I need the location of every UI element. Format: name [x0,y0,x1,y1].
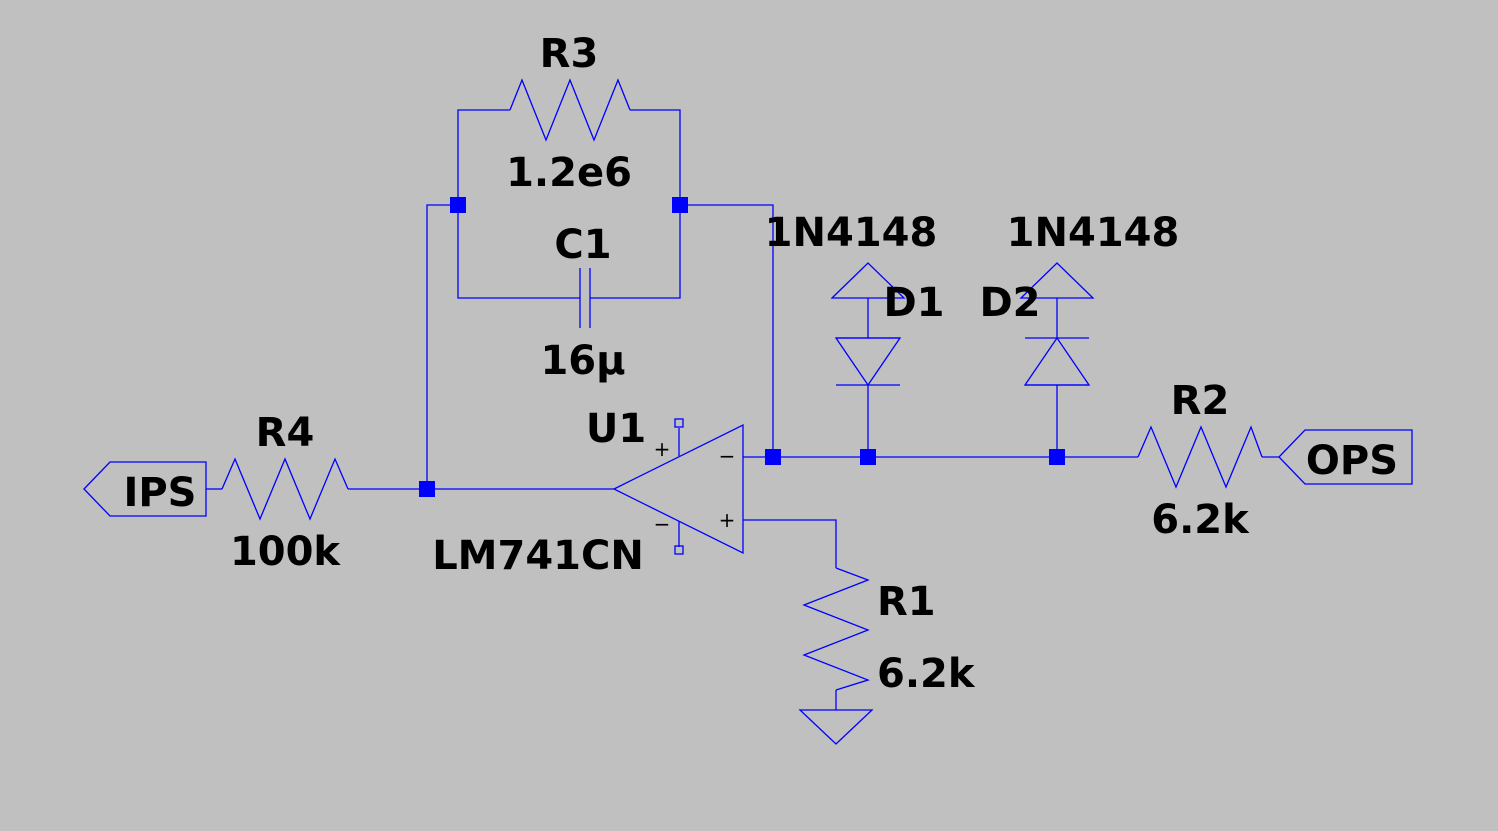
r4-ref-label: R4 [256,410,315,456]
d2-ref-label: D2 [979,280,1040,326]
c1-ref-label: C1 [554,222,611,268]
r1-value-label: 6.2k [877,651,976,697]
net-label-ips: IPS [83,461,207,517]
c1-value-label: 16µ [540,338,625,384]
r4-value-label: 100k [230,529,341,575]
opamp-supply-pin-end [674,418,684,428]
ips-label: IPS [123,470,196,516]
wire-r3-left [457,109,580,299]
opamp-u1: + − − + U1 LM741CN [432,406,744,579]
d1-ref-label: D1 [883,280,944,326]
junction-dot [419,481,435,497]
resistor-r4-symbol [221,457,349,521]
junction-dot [765,449,781,465]
ips-port-shape [83,461,207,517]
d2-supply-flag [1019,262,1095,299]
junction-dot [1049,449,1065,465]
resistor-r3-symbol [509,78,631,142]
resistor-r2-symbol [1137,425,1263,489]
opamp-noninverting-sign: + [719,508,736,532]
opamp-plus-supply-sign: + [654,437,671,461]
resistor-r3: R3 1.2e6 [506,31,632,196]
wire-r3-right [590,109,681,299]
wire-plus-to-r1 [743,519,837,568]
r3-ref-label: R3 [540,31,599,77]
d1-body [834,337,902,387]
junction-dot [450,197,466,213]
u1-value-label: LM741CN [432,533,644,579]
capacitor-c1: C1 16µ [540,222,625,384]
ground-icon [798,709,874,745]
diode-d1: D1 1N4148 [765,210,945,387]
junction-dot [672,197,688,213]
junctions [419,197,1065,497]
wires [206,109,1279,710]
junction-dot [860,449,876,465]
wire-feedback-left [426,204,458,489]
r3-value-label: 1.2e6 [506,150,632,196]
opamp-supply-pin-end [674,545,684,555]
r2-value-label: 6.2k [1151,497,1250,543]
resistor-r1-symbol [802,567,870,691]
resistor-r1: R1 6.2k [802,567,976,697]
resistor-r4: R4 100k [221,410,349,575]
opamp-minus-supply-sign: − [654,512,671,536]
diode-d2: D2 1N4148 [979,210,1180,386]
opamp-inverting-sign: − [719,444,736,468]
wire-feedback-right [680,204,774,457]
d2-value-label: 1N4148 [1007,210,1180,256]
d1-supply-flag [830,262,906,299]
d2-body [1023,336,1091,386]
resistor-r2: R2 6.2k [1137,378,1263,543]
r1-ref-label: R1 [877,579,936,625]
net-label-ops: OPS [1278,429,1413,485]
u1-ref-label: U1 [586,406,646,452]
r2-ref-label: R2 [1171,378,1230,424]
ops-port-shape [1278,429,1413,485]
d1-value-label: 1N4148 [765,210,938,256]
ops-label: OPS [1306,438,1398,484]
